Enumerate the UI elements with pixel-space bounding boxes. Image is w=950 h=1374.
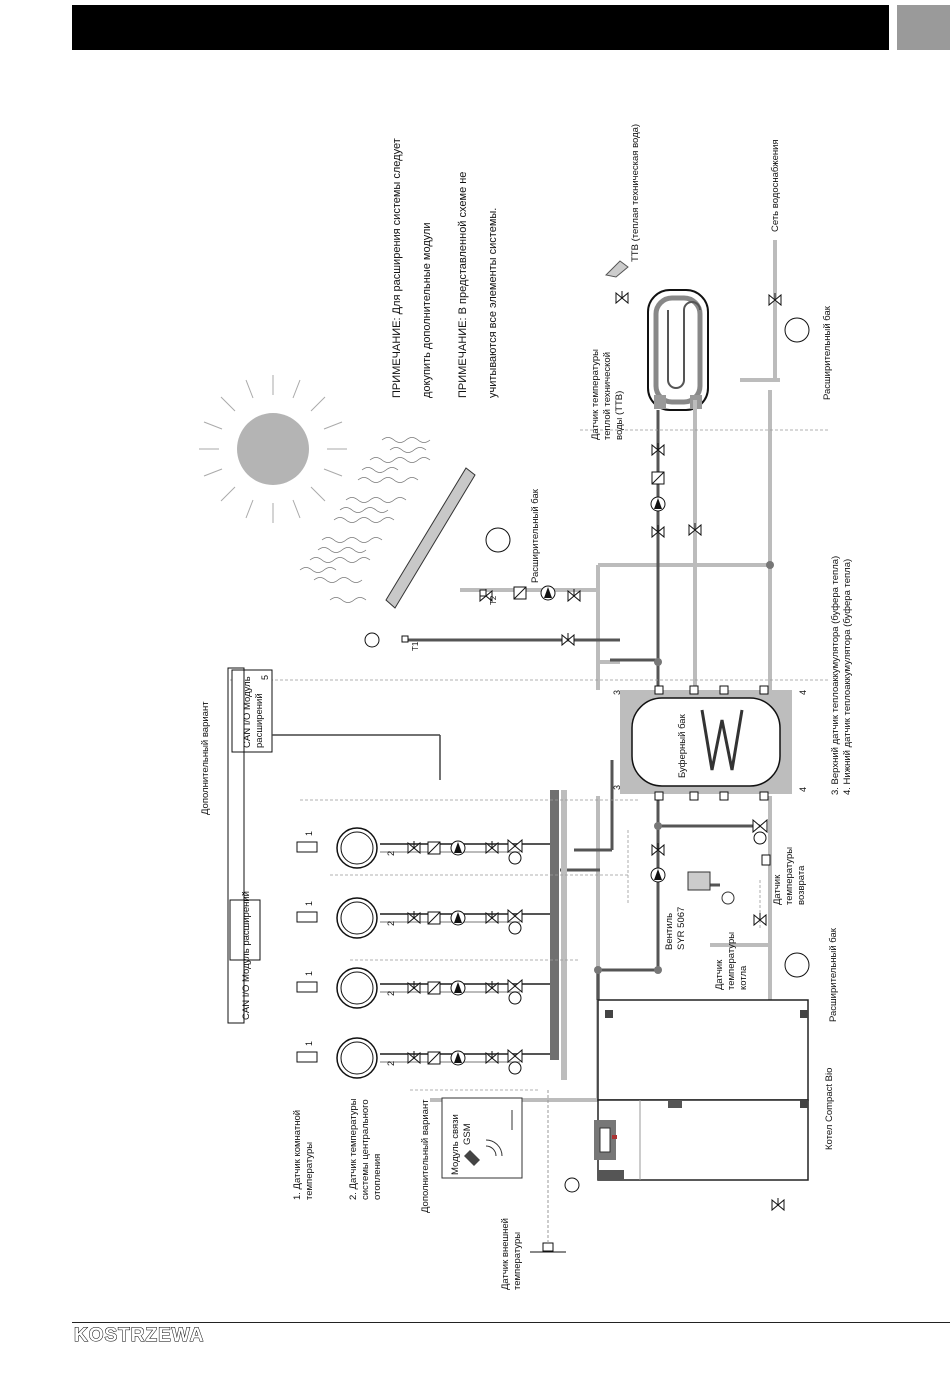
label-ch-sensor-3: отопления — [372, 1154, 383, 1200]
footer-rule — [72, 1322, 950, 1323]
note1-line2: докупить дополнительные модули — [421, 222, 433, 398]
distribution-header — [550, 790, 559, 1060]
label-boiler-sensor-2: температуры — [726, 932, 737, 990]
tap-icon — [604, 260, 629, 278]
label-can-top-2: расширений — [254, 693, 265, 748]
label-dhw-sensor-3: воды (ТТВ) — [614, 391, 625, 440]
label-room-sensor-1: 1. Датчик комнатной — [292, 1110, 303, 1200]
num-5: 5 — [260, 675, 270, 680]
num-4: 4 — [798, 690, 808, 695]
label-dhw: ТТВ (теплая техническая вода) — [630, 124, 641, 262]
label-valve-2: SYR 5067 — [676, 907, 687, 950]
label-dhw-sensor-1: Датчик температуры — [590, 349, 601, 440]
label-can-top-1: CAN I/O Модуль — [242, 676, 253, 748]
num-1: 1 — [304, 1041, 314, 1046]
num-2: 2 — [386, 921, 396, 926]
buffer-tank — [620, 690, 792, 794]
outdoor-sensor — [530, 1090, 566, 1253]
label-ch-sensor-1: 2. Датчик температуры — [348, 1098, 359, 1200]
boiler-expansion-tank — [784, 952, 810, 978]
note1-line1: ПРИМЕЧАНИЕ: Для расширения системы следу… — [391, 138, 403, 398]
label-outdoor-sensor-1: Датчик внешней — [500, 1218, 511, 1290]
label-dhw-sensor-2: теплой технической — [602, 352, 613, 440]
label-gsm-1: Модуль связи — [450, 1114, 461, 1175]
num-3: 3 — [612, 785, 622, 790]
label-return-sensor-1: Датчик — [772, 874, 783, 905]
sun-icon — [199, 375, 347, 523]
solar-collector — [299, 437, 476, 609]
label-gsm-2: GSM — [462, 1123, 473, 1145]
label-t1: T1 — [411, 641, 420, 651]
label-optional-top: Дополнительный вариант — [200, 701, 211, 815]
num-2: 2 — [386, 851, 396, 856]
can-module-mid — [229, 899, 261, 961]
kostrzewa-logo: KOSTRZEWA — [73, 1325, 205, 1347]
label-buffer-bottom-sensor: 4. Нижний датчик теплоаккумулятора (буфе… — [842, 559, 853, 795]
header-bar — [72, 5, 889, 50]
label-room-sensor-2: температуры — [304, 1142, 315, 1200]
num-2: 2 — [386, 991, 396, 996]
syr-valve — [687, 871, 735, 905]
label-boiler-sensor-1: Датчик — [714, 959, 725, 990]
num-1: 1 — [304, 971, 314, 976]
label-t2: T2 — [489, 595, 498, 605]
label-boiler: Котел Compact Bio — [824, 1068, 835, 1150]
page-tab — [897, 5, 950, 50]
label-return-sensor-3: возврата — [796, 865, 807, 905]
num-3: 3 — [612, 690, 622, 695]
label-water-supply: Сеть водоснабжения — [770, 139, 781, 232]
num-2: 2 — [386, 1061, 396, 1066]
boiler-compact-bio — [594, 999, 809, 1181]
note2-line1: ПРИМЕЧАНИЕ: В представленной схеме не — [457, 172, 469, 398]
heating-circuits — [296, 827, 550, 1079]
label-buffer-tank: Буферный бак — [677, 713, 688, 778]
num-1: 1 — [304, 901, 314, 906]
label-exp-tank-dhw: Расширительный бак — [822, 305, 833, 400]
dhw-expansion-tank — [784, 317, 810, 343]
label-exp-tank-solar: Расширительный бак — [530, 488, 541, 583]
label-boiler-sensor-3: котла — [738, 965, 749, 990]
num-1: 1 — [304, 831, 314, 836]
gsm-module — [441, 1097, 523, 1179]
label-outdoor-sensor-2: температуры — [512, 1232, 523, 1290]
label-buffer-top-sensor: 3. Верхний датчик теплоаккумулятора (буф… — [830, 556, 841, 795]
label-exp-tank-boiler: Расширительный бак — [828, 927, 839, 1022]
label-ch-sensor-2: системы центрального — [360, 1099, 371, 1200]
can-module-top — [231, 669, 273, 753]
dhw-tank — [647, 289, 709, 411]
label-valve-1: Вентиль — [664, 913, 675, 950]
label-optional-left: Дополнительный вариант — [420, 1099, 431, 1213]
note2-line2: учитываются все элементы системы. — [487, 208, 499, 398]
label-can-mid: CAN I/O Модуль расширений — [241, 891, 252, 1020]
num-4: 4 — [798, 787, 808, 792]
solar-expansion-tank — [485, 527, 511, 553]
label-return-sensor-2: температуры — [784, 847, 795, 905]
